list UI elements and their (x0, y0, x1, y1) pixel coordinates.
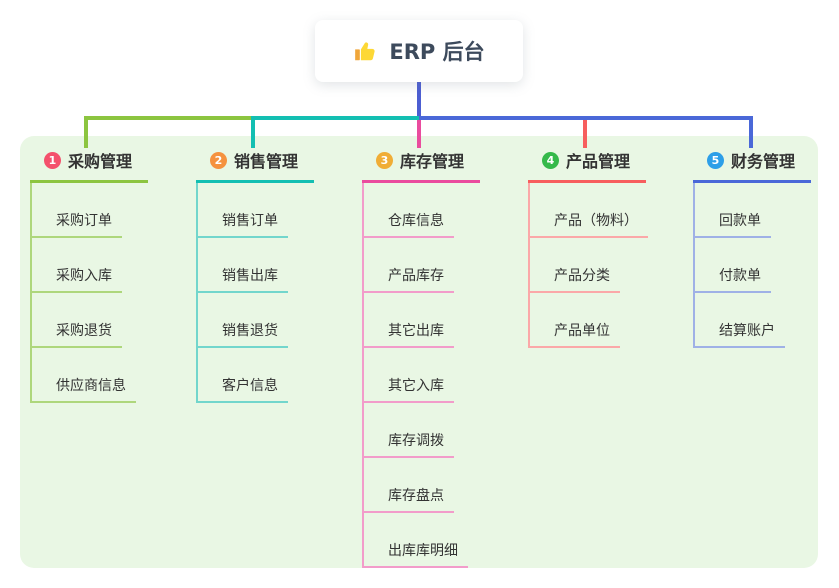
child-label: 库存盘点 (364, 485, 454, 513)
child-label: 采购退货 (32, 320, 122, 348)
connector-drop-3 (417, 120, 421, 148)
branch-number-badge: 2 (210, 151, 227, 169)
connector-drop-1 (84, 116, 88, 148)
child-label: 销售退货 (198, 320, 288, 348)
child-label: 供应商信息 (32, 375, 136, 403)
background-panel (20, 136, 818, 568)
child-label: 销售出库 (198, 265, 288, 293)
child-node[interactable]: 出库库明细 (364, 513, 512, 568)
branch-number-badge: 5 (707, 151, 724, 169)
thumbs-up-icon (353, 38, 379, 64)
child-label: 客户信息 (198, 375, 288, 403)
child-node[interactable]: 采购退货 (32, 293, 180, 348)
child-node[interactable]: 产品单位 (530, 293, 678, 348)
connector-drop-4 (583, 120, 587, 148)
branch-children: 产品（物料） 产品分类 产品单位 (528, 183, 678, 348)
child-label: 结算账户 (695, 320, 785, 348)
connector-drop-5 (749, 116, 753, 148)
child-node[interactable]: 产品分类 (530, 238, 678, 293)
branch-title: 财务管理 (731, 152, 796, 171)
child-node[interactable]: 产品库存 (364, 238, 512, 293)
branch-children: 采购订单 采购入库 采购退货 供应商信息 (30, 183, 180, 403)
branch-inventory: 3 库存管理 仓库信息 产品库存 其它出库 其它入库 库存调拨 库存盘点 出库库… (362, 148, 512, 568)
child-label: 销售订单 (198, 210, 288, 238)
connector-h-seg-2 (255, 116, 419, 120)
child-node[interactable]: 仓库信息 (364, 183, 512, 238)
branch-title: 销售管理 (234, 152, 299, 171)
child-label: 付款单 (695, 265, 771, 293)
child-label: 回款单 (695, 210, 771, 238)
root-node[interactable]: ERP 后台 (315, 20, 523, 82)
branch-title: 产品管理 (566, 152, 631, 171)
child-node[interactable]: 销售退货 (198, 293, 346, 348)
branch-sales: 2 销售管理 销售订单 销售出库 销售退货 客户信息 (196, 148, 346, 403)
child-node[interactable]: 销售订单 (198, 183, 346, 238)
child-node[interactable]: 采购订单 (32, 183, 180, 238)
child-node[interactable]: 其它出库 (364, 293, 512, 348)
branch-product: 4 产品管理 产品（物料） 产品分类 产品单位 (528, 148, 678, 348)
branch-number-badge: 4 (542, 151, 559, 169)
child-label: 产品（物料） (530, 210, 648, 238)
child-node[interactable]: 产品（物料） (530, 183, 678, 238)
child-node[interactable]: 客户信息 (198, 348, 346, 403)
branch-title: 采购管理 (68, 152, 133, 171)
child-label: 产品分类 (530, 265, 620, 293)
child-node[interactable]: 库存调拨 (364, 403, 512, 458)
child-label: 出库库明细 (364, 540, 468, 568)
child-node[interactable]: 付款单 (695, 238, 839, 293)
branch-node-sales[interactable]: 2 销售管理 (196, 148, 314, 183)
branch-title: 库存管理 (400, 152, 465, 171)
child-label: 库存调拨 (364, 430, 454, 458)
branch-purchase: 1 采购管理 采购订单 采购入库 采购退货 供应商信息 (30, 148, 180, 403)
branch-node-inventory[interactable]: 3 库存管理 (362, 148, 480, 183)
branch-children: 回款单 付款单 结算账户 (693, 183, 839, 348)
child-label: 其它出库 (364, 320, 454, 348)
branch-number-badge: 1 (44, 151, 61, 169)
child-label: 采购订单 (32, 210, 122, 238)
child-label: 产品单位 (530, 320, 620, 348)
child-node[interactable]: 结算账户 (695, 293, 839, 348)
connector-root-drop (417, 82, 421, 116)
branch-finance: 5 财务管理 回款单 付款单 结算账户 (693, 148, 839, 348)
child-label: 采购入库 (32, 265, 122, 293)
child-node[interactable]: 供应商信息 (32, 348, 180, 403)
branch-children: 销售订单 销售出库 销售退货 客户信息 (196, 183, 346, 403)
child-node[interactable]: 销售出库 (198, 238, 346, 293)
root-title: ERP 后台 (389, 40, 485, 64)
branch-node-purchase[interactable]: 1 采购管理 (30, 148, 148, 183)
connector-h-seg-1 (84, 116, 255, 120)
child-node[interactable]: 回款单 (695, 183, 839, 238)
branch-node-product[interactable]: 4 产品管理 (528, 148, 646, 183)
connector-h-seg-3 (419, 116, 753, 120)
child-label: 仓库信息 (364, 210, 454, 238)
child-label: 其它入库 (364, 375, 454, 403)
child-node[interactable]: 库存盘点 (364, 458, 512, 513)
child-node[interactable]: 采购入库 (32, 238, 180, 293)
branch-node-finance[interactable]: 5 财务管理 (693, 148, 811, 183)
connector-drop-2 (251, 116, 255, 148)
branch-number-badge: 3 (376, 151, 393, 169)
child-node[interactable]: 其它入库 (364, 348, 512, 403)
child-label: 产品库存 (364, 265, 454, 293)
branch-children: 仓库信息 产品库存 其它出库 其它入库 库存调拨 库存盘点 出库库明细 (362, 183, 512, 568)
